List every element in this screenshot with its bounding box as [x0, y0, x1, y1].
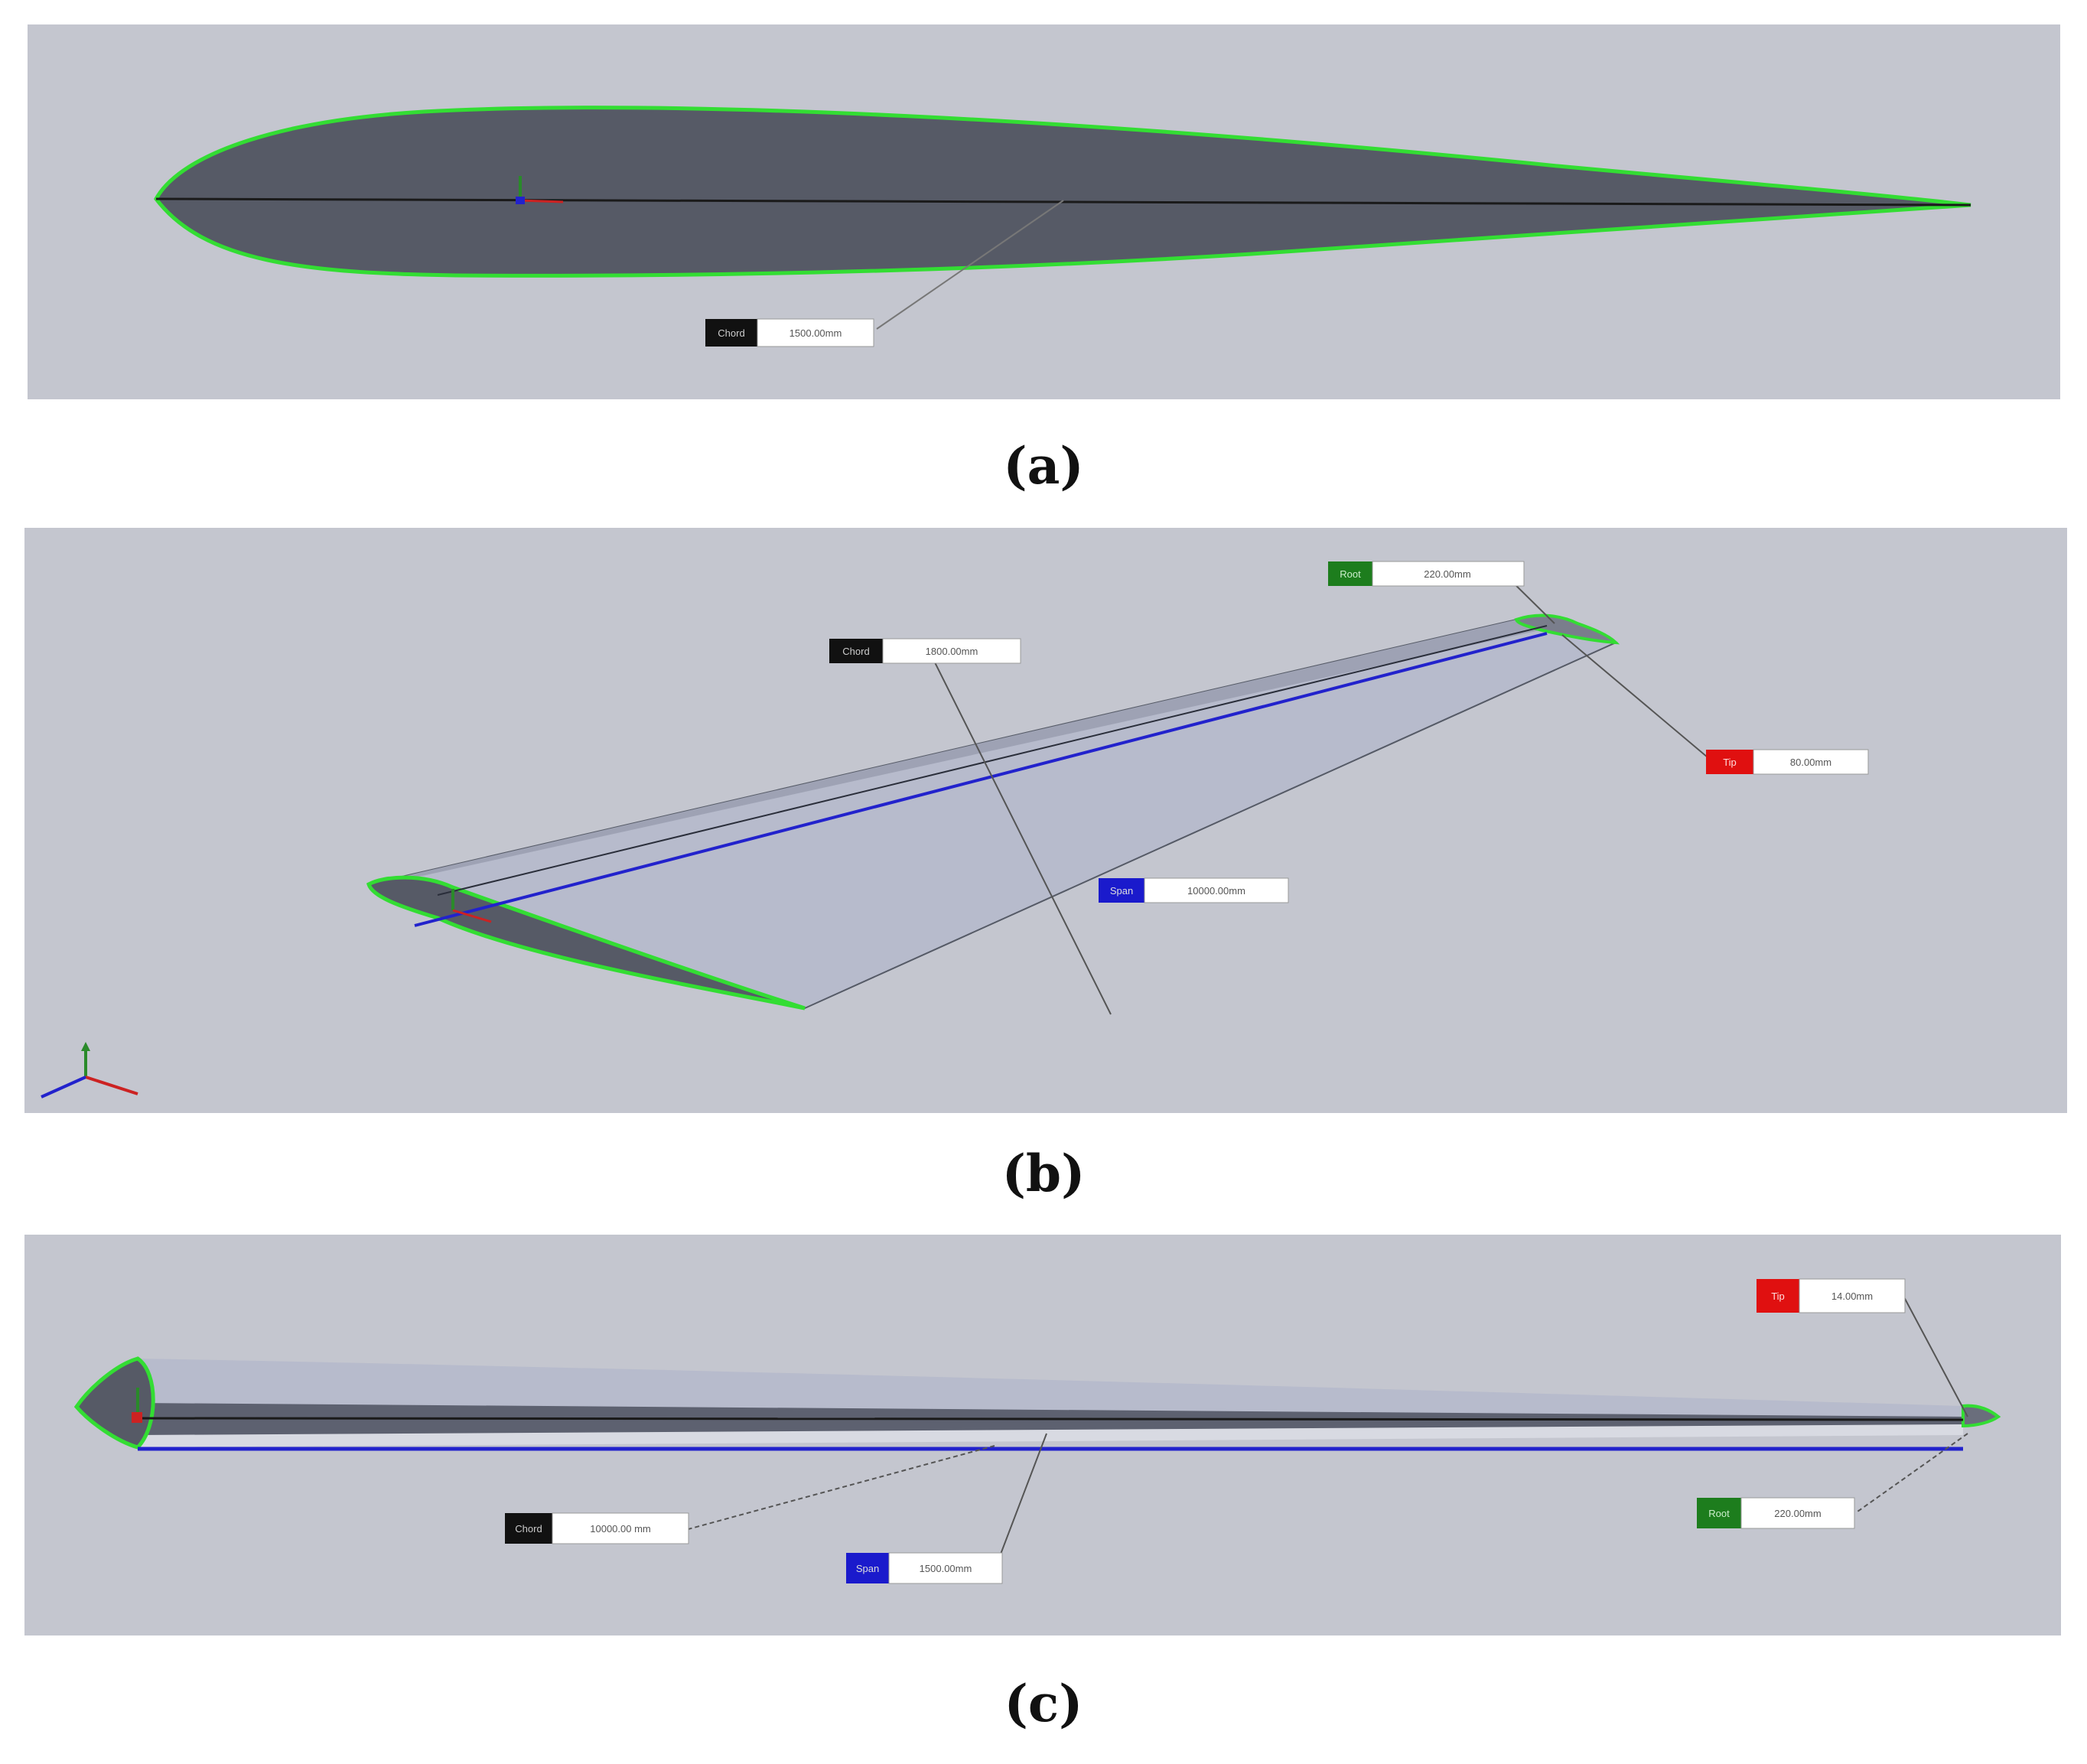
- tip-airfoil: [1962, 1404, 2001, 1428]
- dimension-tag-chord: Chord 1800.00mm: [829, 638, 1021, 664]
- svg-text:1500.00mm: 1500.00mm: [920, 1563, 972, 1574]
- dimension-tag-span: Span 1500.00mm: [846, 1552, 1003, 1584]
- dimension-tag-span: Span 10000.00mm: [1099, 877, 1289, 903]
- caption-c: (c): [1004, 1674, 1083, 1733]
- blade-lower-light: [138, 1424, 1963, 1447]
- svg-text:1800.00mm: 1800.00mm: [926, 646, 978, 657]
- panel-c-blade-side: Chord 10000.00 mm Span 1500.00mm Root 22…: [24, 1235, 2061, 1635]
- leader-tip: [1561, 634, 1713, 762]
- svg-text:10000.00 mm: 10000.00 mm: [590, 1523, 651, 1535]
- svg-text:Tip: Tip: [1771, 1290, 1785, 1302]
- dimension-tag-tip: Tip 80.00mm: [1706, 749, 1869, 775]
- svg-text:Chord: Chord: [842, 646, 869, 657]
- leader-chord: [685, 1445, 995, 1531]
- root-triad: [132, 1388, 142, 1423]
- svg-text:Tip: Tip: [1723, 757, 1737, 768]
- root-airfoil: [73, 1356, 155, 1450]
- leader-chord: [934, 662, 1112, 1015]
- svg-text:220.00mm: 220.00mm: [1424, 568, 1470, 580]
- leader-line: [876, 200, 1064, 330]
- airfoil-section: [154, 106, 1971, 278]
- blade-upper-band: [369, 620, 1543, 884]
- panel-a-airfoil-profile: Chord 1500.00mm: [28, 24, 2060, 399]
- panel-b-drawing: Chord 1800.00mm Span 10000.00mm Root 220…: [41, 561, 1869, 1098]
- caption-b: (b): [1001, 1144, 1086, 1203]
- svg-text:10000.00mm: 10000.00mm: [1187, 885, 1245, 897]
- root-triad: [451, 889, 492, 923]
- leader-root: [1857, 1433, 1968, 1512]
- origin-triad: [516, 176, 564, 204]
- dimension-tag: Chord 1500.00mm: [705, 318, 874, 347]
- tip-airfoil: [1514, 613, 1620, 645]
- panel-c-drawing: Chord 10000.00 mm Span 1500.00mm Root 22…: [73, 1278, 2001, 1584]
- svg-text:14.00mm: 14.00mm: [1831, 1290, 1873, 1302]
- svg-text:Root: Root: [1340, 568, 1361, 580]
- svg-text:Root: Root: [1708, 1508, 1730, 1519]
- svg-text:220.00mm: 220.00mm: [1774, 1508, 1821, 1519]
- dimension-tag-root: Root 220.00mm: [1328, 561, 1525, 587]
- tag-label: Chord: [718, 327, 744, 339]
- panel-a-drawing: Chord 1500.00mm: [154, 106, 1971, 347]
- pitch-axis: [137, 1417, 1964, 1421]
- svg-text:80.00mm: 80.00mm: [1790, 757, 1831, 768]
- dimension-tag-chord: Chord 10000.00 mm: [505, 1512, 689, 1544]
- panel-b-blade-isometric: Chord 1800.00mm Span 10000.00mm Root 220…: [24, 528, 2067, 1113]
- span-axis: [414, 632, 1548, 927]
- chord-line: [155, 197, 1971, 207]
- leader-tip: [1903, 1295, 1968, 1417]
- svg-text:Span: Span: [856, 1563, 879, 1574]
- dimension-tag-root: Root 220.00mm: [1697, 1497, 1855, 1529]
- svg-text:Chord: Chord: [515, 1523, 542, 1535]
- dimension-tag-tip: Tip 14.00mm: [1757, 1278, 1906, 1313]
- caption-a: (a): [1003, 436, 1084, 496]
- leader-span: [997, 1433, 1047, 1563]
- coordinate-triad-icon: [41, 1042, 138, 1098]
- tag-value: 1500.00mm: [790, 327, 842, 339]
- svg-text:Span: Span: [1110, 885, 1133, 897]
- pitch-axis: [437, 625, 1548, 896]
